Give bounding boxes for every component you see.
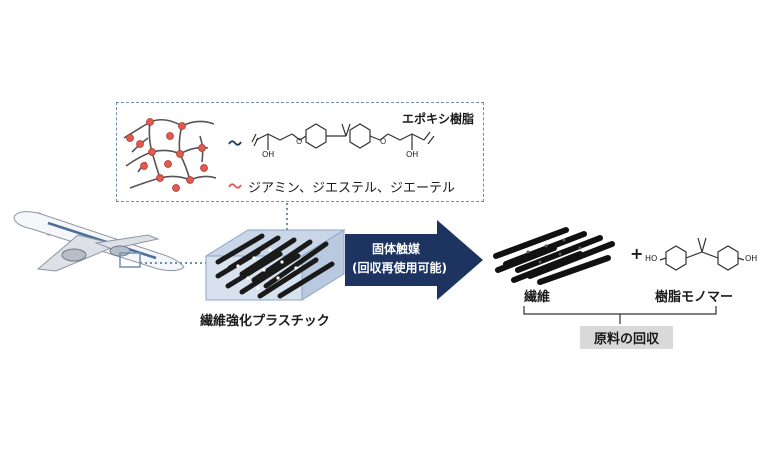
recovery-label: 原料の回収 [580, 326, 674, 349]
recovery-bracket [523, 306, 717, 324]
epoxy-structure-diagram: O O [251, 123, 435, 150]
recovered-fibers-illustration [493, 227, 615, 285]
polymer-network-icon [123, 118, 217, 192]
svg-text:O: O [296, 137, 302, 146]
monomer-label: 樹脂モノマー [655, 290, 734, 305]
wave-red-icon [228, 183, 242, 189]
fiber-label: 繊維 [524, 290, 551, 305]
epoxy-title: エポキシ樹脂 [402, 112, 475, 126]
svg-text:O: O [380, 137, 386, 146]
wave-dark-icon [228, 140, 242, 146]
linker-legend: ジアミン、ジエステル、ジエーテル [248, 181, 455, 196]
oh-label-monomer: OH [745, 254, 758, 263]
catalyst-label: 固体触媒 [372, 242, 421, 256]
airplane-illustration [13, 211, 185, 272]
bisphenol-structure [659, 237, 745, 271]
catalyst-sublabel: (回収再使用可能) [352, 261, 447, 275]
frp-block-illustration [204, 229, 346, 301]
catalyst-arrow [345, 220, 483, 300]
epoxy-inset-box [116, 102, 484, 202]
oh-label-right: OH [406, 150, 419, 159]
ho-label: HO [645, 254, 658, 263]
plus-sign: + [630, 244, 644, 263]
oh-label-left: OH [262, 150, 275, 159]
frp-label: 繊維強化プラスチック [200, 314, 330, 329]
